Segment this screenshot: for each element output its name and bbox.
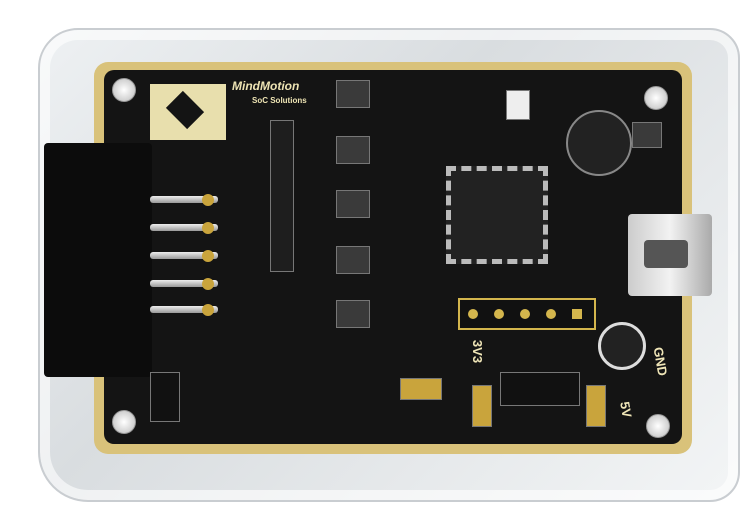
ic — [336, 300, 370, 328]
header-pin — [150, 280, 218, 287]
solder-pad — [202, 278, 214, 290]
resistor-array — [270, 120, 294, 272]
header-pin — [150, 306, 218, 313]
logo-subtitle: SoC Solutions — [252, 96, 307, 105]
standoff-screw — [112, 78, 136, 102]
header-pin — [150, 196, 218, 203]
ic — [336, 136, 370, 164]
tantalum-capacitor — [400, 378, 442, 400]
jtag-connector — [44, 143, 152, 377]
label-5v: 5V — [617, 400, 635, 419]
ic — [150, 372, 180, 422]
micro-usb-port — [628, 214, 712, 296]
standoff-screw — [646, 414, 670, 438]
header-pin — [150, 252, 218, 259]
ic — [336, 80, 370, 108]
voltage-regulator — [500, 372, 580, 406]
logo-text: MindMotion — [232, 79, 300, 93]
ic — [336, 246, 370, 274]
component — [472, 385, 492, 427]
mindmotion-logo — [150, 84, 226, 140]
ic — [336, 190, 370, 218]
label-3v3: 3V3 — [470, 339, 486, 364]
standoff-screw — [112, 410, 136, 434]
standoff-screw — [644, 86, 668, 110]
led — [506, 90, 530, 120]
electrolytic-capacitor — [598, 322, 646, 370]
mcu-chip — [446, 166, 548, 264]
component — [586, 385, 606, 427]
buzzer — [566, 110, 632, 176]
solder-pad — [202, 250, 214, 262]
five-pin-header — [458, 298, 596, 330]
solder-pad — [202, 222, 214, 234]
crystal — [632, 122, 662, 148]
solder-pad — [202, 304, 214, 316]
solder-pad — [202, 194, 214, 206]
header-pin — [150, 224, 218, 231]
